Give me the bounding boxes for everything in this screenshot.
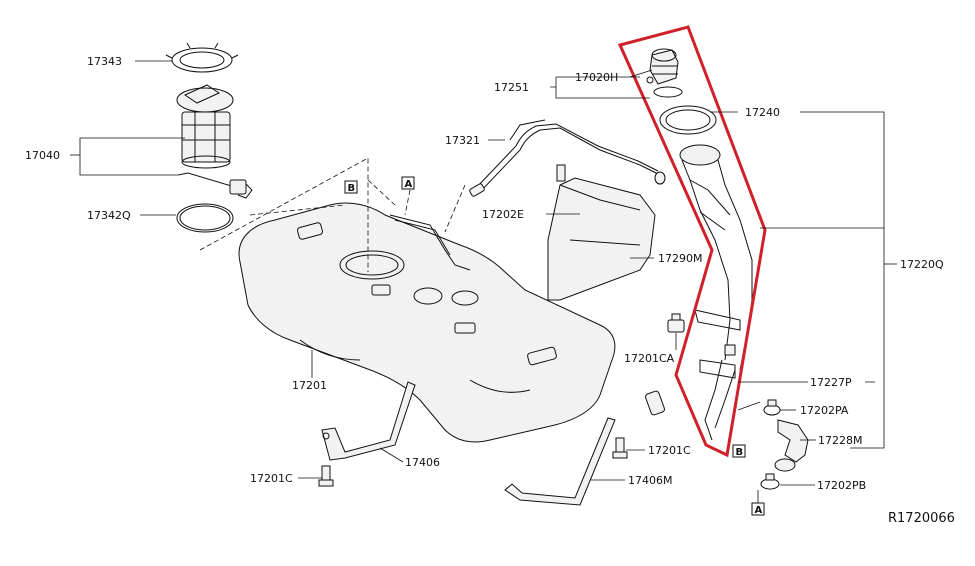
fuel-pump-body — [176, 84, 253, 199]
filler-tube — [679, 144, 753, 441]
leader-lines — [70, 60, 897, 503]
label-17290m: 17290M — [658, 252, 702, 265]
clamp-17202pb — [760, 473, 780, 490]
tank-strap-17406 — [321, 381, 416, 461]
vent-tube-17321 — [469, 119, 666, 197]
marker-b-right: B — [732, 444, 746, 458]
clamp-17202pa — [763, 399, 781, 416]
label-17202e: 17202E — [482, 208, 524, 221]
svg-text:A: A — [405, 179, 413, 190]
label-17321: 17321 — [445, 134, 480, 147]
svg-text:B: B — [736, 447, 744, 458]
label-17040: 17040 — [25, 149, 60, 162]
reference-code: R1720066 — [888, 511, 955, 526]
hose-17228m — [774, 419, 809, 472]
fuel-tank — [238, 202, 616, 443]
label-17201c-left: 17201C — [250, 472, 293, 485]
highlight-outline — [617, 25, 767, 458]
vent-callout-dash — [404, 184, 466, 233]
fuel-pump-lock-ring — [165, 42, 239, 73]
filler-ring-17240 — [659, 105, 717, 135]
label-17406: 17406 — [405, 456, 440, 469]
pump-o-ring — [176, 203, 234, 233]
fuel-cap — [649, 48, 679, 85]
label-17343: 17343 — [87, 55, 122, 68]
pump-callout-dash-2 — [249, 179, 396, 216]
marker-b-top: B — [344, 180, 358, 194]
label-17228m: 17228M — [818, 434, 862, 447]
tank-strap-17406m — [504, 417, 616, 506]
label-17202pa: 17202PA — [800, 404, 849, 417]
svg-text:B: B — [348, 183, 356, 194]
marker-a-bottom: A — [751, 502, 765, 516]
label-17342q: 17342Q — [87, 209, 131, 222]
label-17227p: 17227P — [810, 376, 852, 389]
connector-17201c — [645, 390, 665, 416]
label-17201ca: 17201CA — [624, 352, 675, 365]
label-17251: 17251 — [494, 81, 529, 94]
label-17220q: 17220Q — [900, 258, 944, 271]
label-17406m: 17406M — [628, 474, 672, 487]
label-17240: 17240 — [745, 106, 780, 119]
label-17202pb: 17202PB — [817, 479, 866, 492]
svg-text:A: A — [755, 505, 763, 516]
label-17201: 17201 — [292, 379, 327, 392]
pump-callout-dash — [199, 157, 369, 272]
bolt-17201c-right — [612, 437, 628, 459]
label-17201c-right: 17201C — [648, 444, 691, 457]
marker-a-top: A — [401, 176, 415, 190]
grommet-17201ca — [667, 313, 685, 333]
filler-protector — [547, 164, 656, 301]
cap-tether — [646, 76, 683, 98]
bolt-17201c-left — [318, 465, 334, 487]
label-17020h: 17020H — [575, 71, 618, 84]
